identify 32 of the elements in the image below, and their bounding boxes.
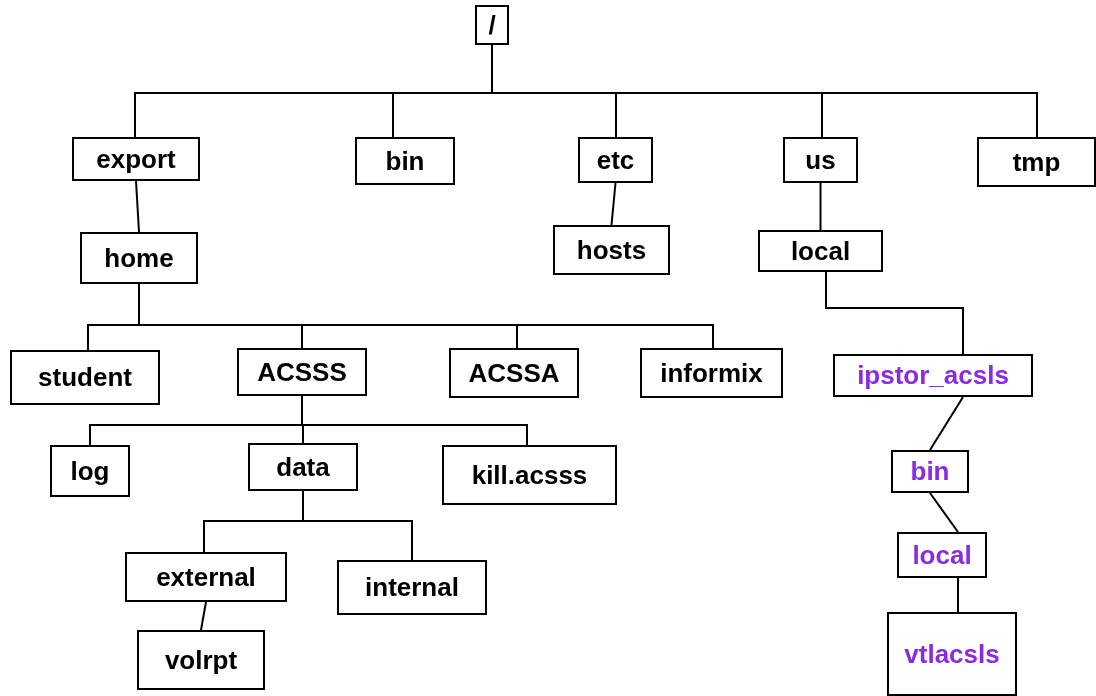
- tree-connector: [957, 577, 959, 613]
- directory-box: student: [10, 350, 160, 405]
- directory-box: data: [248, 443, 358, 491]
- directory-box: export: [72, 137, 200, 181]
- directory-box: internal: [337, 560, 487, 615]
- tree-connector: [610, 182, 617, 226]
- directory-box: bin: [891, 450, 969, 493]
- directory-box: ACSSA: [449, 348, 579, 398]
- directory-box: ipstor_acsls: [833, 354, 1033, 397]
- tree-connector: [929, 396, 964, 451]
- directory-box: vtlacsls: [887, 612, 1017, 696]
- directory-box: /: [475, 5, 509, 45]
- tree-connector: [200, 601, 207, 631]
- directory-box: hosts: [553, 225, 670, 275]
- directory-box: kill.acsss: [442, 445, 617, 505]
- directory-box: log: [50, 445, 130, 497]
- directory-box: ACSSS: [237, 348, 367, 396]
- directory-box: informix: [640, 348, 783, 398]
- tree-connector: [929, 492, 959, 533]
- directory-box: external: [125, 552, 287, 602]
- directory-box: etc: [578, 137, 653, 183]
- directory-box: volrpt: [137, 630, 265, 690]
- tree-connector: [819, 182, 822, 231]
- directory-box: local: [758, 230, 883, 272]
- directory-box: home: [80, 232, 198, 284]
- directory-box: bin: [355, 137, 455, 185]
- tree-connector: [825, 271, 964, 355]
- directory-box: local: [897, 532, 987, 578]
- directory-box: us: [783, 137, 858, 183]
- directory-box: tmp: [977, 137, 1096, 187]
- tree-connector: [302, 490, 413, 561]
- tree-connector: [135, 180, 140, 233]
